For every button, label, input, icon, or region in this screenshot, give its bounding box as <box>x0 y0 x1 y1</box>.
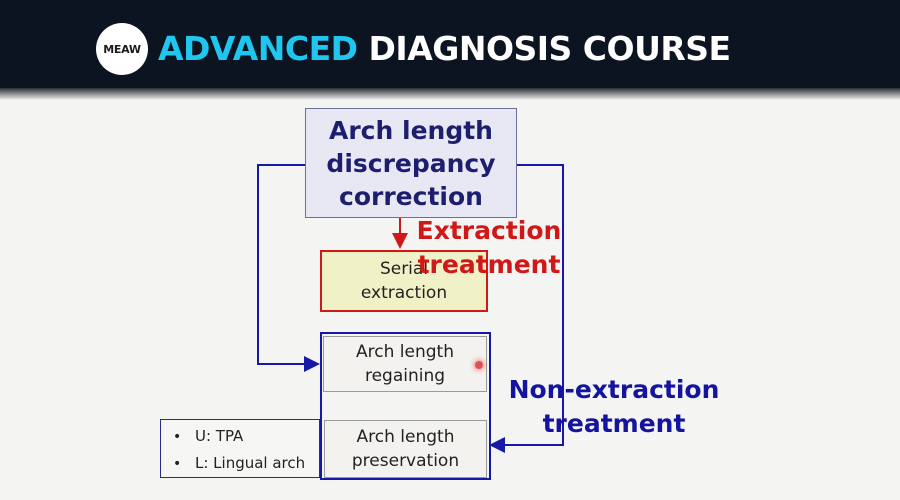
course-header: MEAW ADVANCED DIAGNOSIS COURSE <box>0 0 900 92</box>
course-title: ADVANCED DIAGNOSIS COURSE <box>158 24 731 74</box>
laser-pointer-dot <box>475 361 483 369</box>
preservation-text: Arch length preservation <box>351 427 460 471</box>
logo-text: MEAW <box>103 42 141 56</box>
header-shadow <box>0 88 900 100</box>
title-accent-word: ADVANCED <box>158 29 358 68</box>
right-preservation-arrow <box>489 164 564 453</box>
appliance-list-box: U: TPA L: Lingual arch <box>160 419 320 478</box>
serial-extraction-box: Serial extraction <box>320 250 488 312</box>
non-extraction-treatment-label: Non-extraction treatment <box>508 375 720 438</box>
extraction-treatment-label: Extraction treatment <box>416 216 562 279</box>
appliance-list: U: TPA L: Lingual arch <box>173 423 319 477</box>
arch-length-regaining-box: Arch length regaining <box>323 336 487 392</box>
appliance-upper: U: TPA <box>173 423 319 450</box>
main-box-text: Arch length discrepancy correction <box>326 115 496 211</box>
regaining-text: Arch length regaining <box>356 342 454 386</box>
arch-length-discrepancy-box: Arch length discrepancy correction <box>305 108 517 218</box>
title-main-words: DIAGNOSIS COURSE <box>357 29 732 68</box>
arch-length-preservation-box: Arch length preservation <box>324 420 487 478</box>
meaw-logo: MEAW <box>96 23 148 75</box>
serial-extraction-text: Serial extraction <box>360 259 448 303</box>
left-regaining-arrow <box>257 164 320 372</box>
non-extraction-group <box>320 332 491 480</box>
appliance-lower: L: Lingual arch <box>173 450 319 477</box>
